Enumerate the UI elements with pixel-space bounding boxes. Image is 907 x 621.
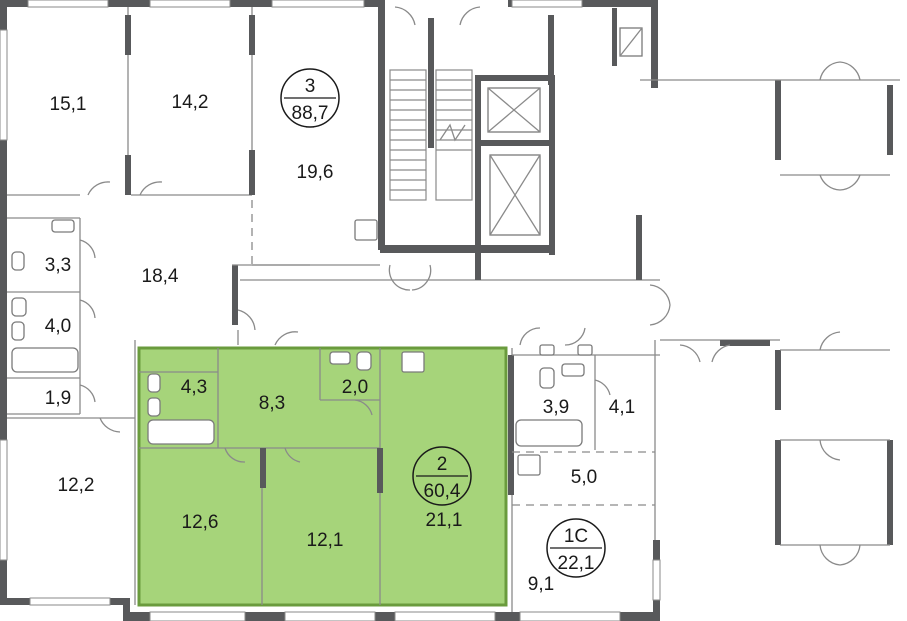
room-area-label: 8,3: [259, 393, 285, 414]
room-area-label: 12,2: [58, 475, 95, 496]
room-area-label: 14,2: [172, 92, 209, 113]
staircase: [389, 69, 473, 201]
room-area-label: 12,1: [307, 530, 344, 551]
room-area-label: 9,1: [528, 574, 554, 595]
apartment-badge-1c[interactable]: 1С 22,1: [546, 518, 606, 578]
apartment-badge-2[interactable]: 2 60,4: [412, 446, 472, 506]
apartment-type-label: 1С: [564, 526, 588, 547]
apartment-area-label: 60,4: [424, 481, 461, 502]
room-area-label: 19,6: [297, 162, 334, 183]
room-area-label: 2,0: [342, 377, 368, 398]
room-area-label: 1,9: [45, 388, 71, 409]
apartment-area-label: 22,1: [558, 553, 595, 574]
room-labels: 15,1 14,2 19,6 3,3 18,4 4,0 1,9 12,2 4,3…: [45, 92, 635, 595]
elevator-shafts: [487, 27, 643, 236]
apartment-type-label: 3: [305, 76, 316, 97]
room-area-label: 5,0: [571, 467, 597, 488]
windows: [0, 0, 661, 621]
room-area-label: 12,6: [182, 512, 219, 533]
room-area-label: 18,4: [142, 266, 179, 287]
apartment-area-label: 88,7: [292, 103, 329, 124]
room-area-label: 3,9: [543, 397, 569, 418]
apartment-type-label: 2: [437, 454, 448, 475]
room-area-label: 21,1: [426, 510, 463, 531]
room-area-label: 3,3: [45, 255, 71, 276]
room-area-label: 4,0: [45, 316, 71, 337]
room-area-label: 4,3: [181, 377, 207, 398]
room-area-label: 15,1: [50, 94, 87, 115]
interior-walls: [7, 7, 900, 612]
door-swings: [79, 6, 861, 566]
bathroom-fixtures: [11, 219, 593, 476]
room-area-label: 4,1: [609, 397, 635, 418]
apartment-badge-3[interactable]: 3 88,7: [280, 68, 340, 128]
